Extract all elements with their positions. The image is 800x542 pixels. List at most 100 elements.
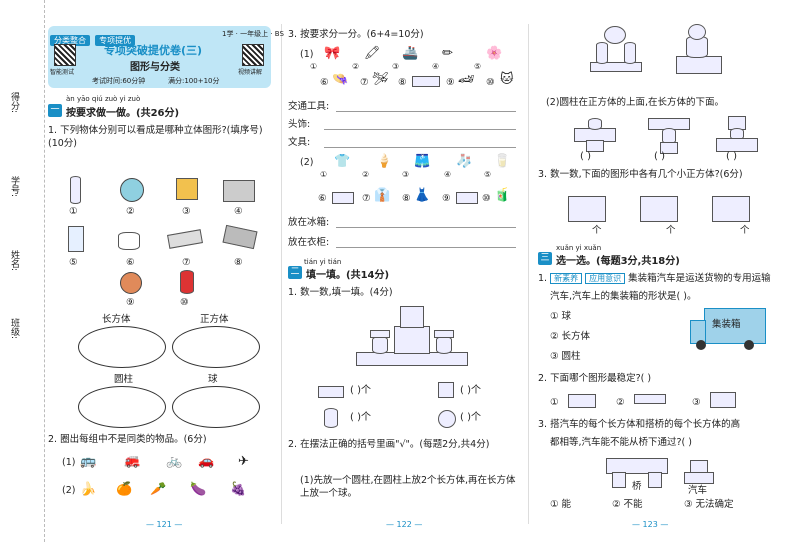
- rubiks-cube-icon: [176, 178, 198, 200]
- item-number-8: ⑧: [234, 257, 243, 268]
- traffic-label: 交通工具:: [288, 101, 330, 112]
- category-cuboid-label: 长方体: [102, 314, 131, 325]
- category-sphere-label: 球: [208, 374, 218, 385]
- score-label: 得分:: [9, 92, 19, 114]
- header-tags: 分类整合 专项提优: [50, 28, 136, 47]
- q2-option-3[interactable]: ③: [692, 397, 701, 408]
- container-label: 集装箱: [712, 319, 741, 330]
- qr-code-right[interactable]: [242, 44, 264, 66]
- tissue-roll-icon: [118, 232, 140, 250]
- row3-num-5: ⑤: [484, 170, 492, 179]
- q3-option-2[interactable]: ② 不能: [612, 499, 643, 510]
- stack-a-ball: [604, 26, 626, 44]
- p123-choice-3-b: 都相等,汽车能不能从桥下通过?( ): [550, 437, 692, 448]
- pencil-icon: ✏: [442, 46, 453, 61]
- figure-shelf-right: [434, 330, 454, 338]
- stack-a-cylinder-left: [596, 42, 608, 64]
- binding-gutter: [0, 0, 45, 542]
- column-divider: [528, 24, 529, 524]
- option-a-paren[interactable]: ( ): [580, 151, 591, 162]
- stability-shape-2: [634, 394, 666, 404]
- wardrobe-answer-line[interactable]: [336, 247, 516, 248]
- phone-icon: [222, 224, 258, 250]
- plane-icon: 🛩: [372, 72, 389, 87]
- shorts-icon: 🩳: [414, 154, 431, 169]
- stationery-answer-line[interactable]: [324, 147, 516, 148]
- p123-question-3: 3. 数一数,下面的图形中各有几个小正方体?(6分): [538, 169, 743, 180]
- page-number-123: — 123 —: [632, 520, 669, 529]
- socks-icon: 🧦: [456, 154, 473, 169]
- section3-pinyin: xuǎn yi xuǎn: [556, 244, 602, 252]
- q1-option-3[interactable]: ③ 圆柱: [550, 351, 581, 362]
- car-icon[interactable]: 🚗: [198, 454, 215, 469]
- hats-label: 头饰:: [288, 119, 311, 130]
- bus-icon[interactable]: 🚌: [80, 454, 97, 469]
- count-cube-shape: [438, 382, 454, 398]
- count-cuboid-shape: [318, 386, 344, 398]
- pencil-case-icon: [167, 229, 203, 249]
- new-literacy-tag: 新素养: [550, 273, 583, 284]
- option-c-paren[interactable]: ( ): [726, 151, 737, 162]
- row1-num-2: ②: [352, 62, 360, 71]
- carrot-icon[interactable]: 🥕: [150, 482, 167, 497]
- bicycle-icon[interactable]: 🚲: [166, 454, 183, 469]
- skirt-icon: 👗: [414, 188, 431, 203]
- banana-icon[interactable]: 🍌: [80, 482, 97, 497]
- p122-question-3: 3. 按要求分一分。(6+4=10分): [288, 29, 424, 40]
- cylinder-answer-oval[interactable]: [78, 386, 166, 428]
- qr-left-caption: 智能测试: [50, 69, 75, 76]
- category-cube-label: 正方体: [200, 314, 229, 325]
- q2-option-2[interactable]: ②: [616, 397, 625, 408]
- row2-num-6: ⑥: [320, 77, 329, 88]
- fire-truck-icon[interactable]: 🚒: [124, 454, 141, 469]
- hats-answer-line[interactable]: [324, 129, 516, 130]
- page-number-122: — 122 —: [386, 520, 423, 529]
- p121-question-1: 1. 下列物体分别可以看成是哪种立体图形?(填序号)(10分): [48, 125, 263, 149]
- q2-option-1[interactable]: ①: [550, 397, 559, 408]
- category-cylinder-label: 圆柱: [114, 374, 134, 385]
- cuboid-answer-oval[interactable]: [78, 326, 166, 368]
- airplane-icon[interactable]: ✈: [238, 454, 249, 469]
- q3-option-3[interactable]: ③ 无法确定: [684, 499, 734, 510]
- count-sphere-blank[interactable]: ( )个: [460, 412, 481, 423]
- group-2-label: (2): [62, 485, 76, 496]
- q1-option-1[interactable]: ① 球: [550, 311, 572, 322]
- bridge-deck: [606, 458, 668, 474]
- count-cylinder-blank[interactable]: ( )个: [350, 412, 371, 423]
- eggplant-icon[interactable]: 🍆: [190, 482, 207, 497]
- qr-code-left[interactable]: [54, 44, 76, 66]
- cube-a-unit: 个: [592, 225, 602, 236]
- cube-group-c: [712, 196, 750, 222]
- figure-center-cube: [394, 326, 430, 354]
- traffic-answer-line[interactable]: [336, 111, 516, 112]
- tag-special: 专项提优: [95, 35, 136, 46]
- option-a-bottom: [586, 140, 604, 152]
- section1-pinyin: àn yāo qiú zuò yi zuò: [66, 95, 141, 103]
- fridge-answer-line[interactable]: [336, 227, 516, 228]
- container-box: [704, 308, 766, 344]
- figure-top-cube: [400, 306, 424, 328]
- orange-icon[interactable]: 🍊: [116, 482, 133, 497]
- p122-fill-question-2: 2. 在摆法正确的括号里画"√"。(每题2分,共4分): [288, 439, 490, 450]
- milk-carton-icon: [68, 226, 84, 252]
- sphere-answer-oval[interactable]: [172, 386, 260, 428]
- stability-shape-3: [710, 392, 736, 408]
- q1-option-2[interactable]: ② 长方体: [550, 331, 591, 342]
- cube-answer-oval[interactable]: [172, 326, 260, 368]
- q3-option-1[interactable]: ① 能: [550, 499, 572, 510]
- page-title: 专项突破提优卷(三): [104, 44, 203, 57]
- option-b-paren[interactable]: ( ): [654, 151, 665, 162]
- name-label: 姓名:: [9, 250, 19, 272]
- count-cylinder-shape: [324, 408, 338, 428]
- row4-num-8: ⑧: [402, 193, 411, 204]
- count-cube-blank[interactable]: ( )个: [460, 385, 481, 396]
- grapes-icon[interactable]: 🍇: [230, 482, 247, 497]
- cube-group-b: [640, 196, 678, 222]
- item-number-9: ⑨: [126, 297, 135, 308]
- popsicle-icon: 🍦: [376, 154, 393, 169]
- bridge-pillar-left: [612, 472, 626, 488]
- truck-wheel-back: [744, 340, 754, 350]
- count-cuboid-blank[interactable]: ( )个: [350, 385, 371, 396]
- tag-category: 分类整合: [50, 35, 90, 46]
- can-icon: [180, 270, 194, 294]
